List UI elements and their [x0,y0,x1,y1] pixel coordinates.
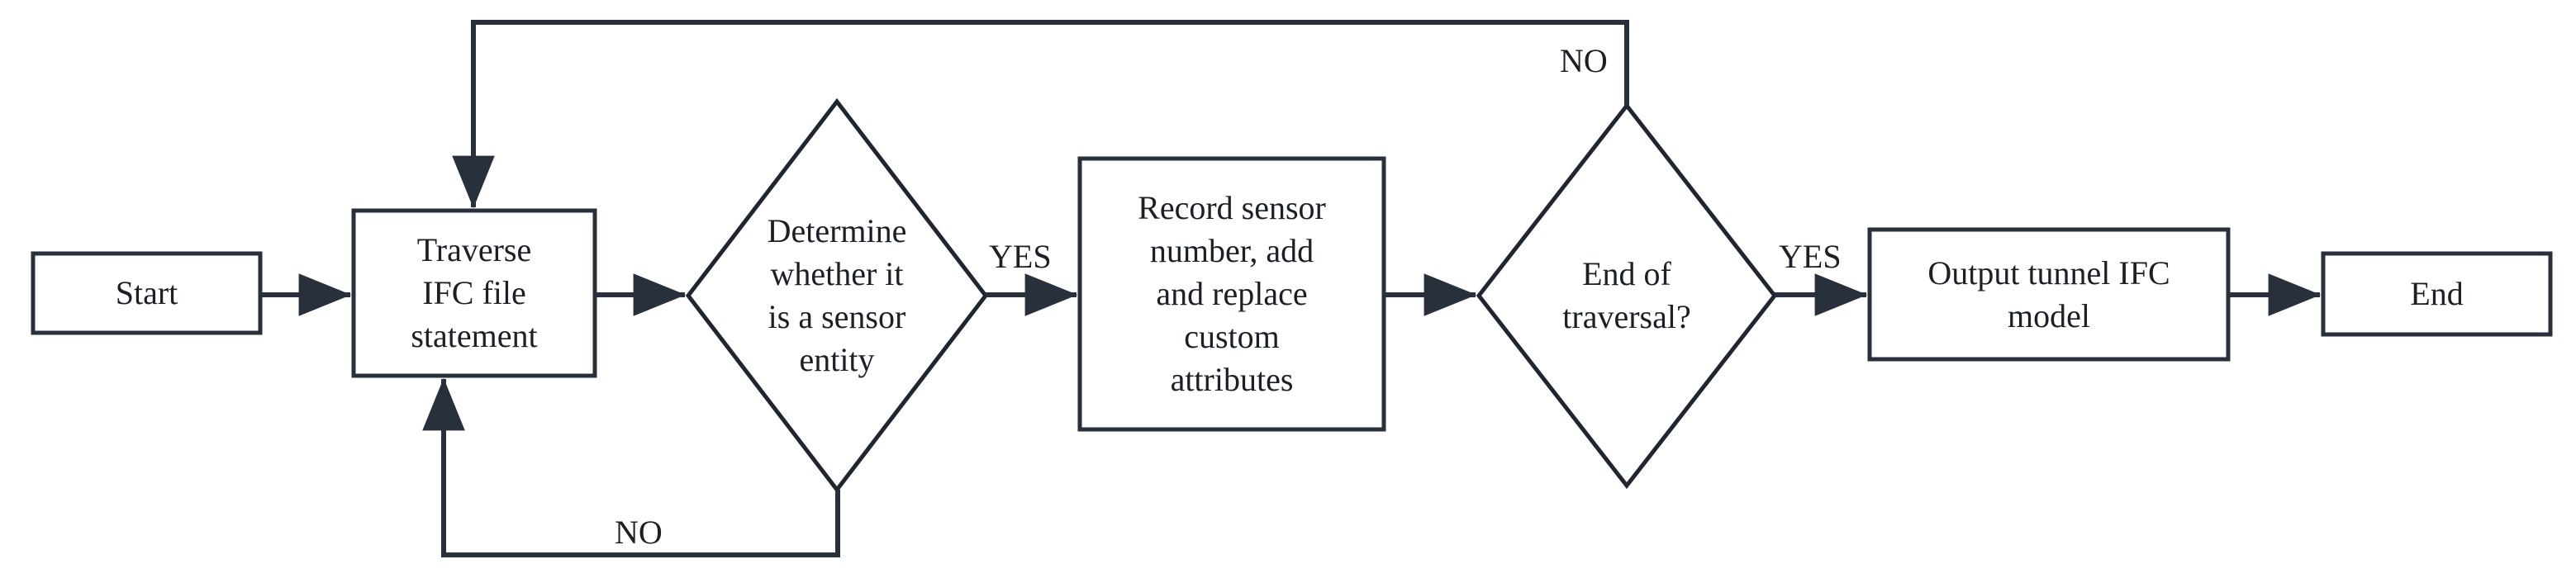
node-end-of-traversal-shape [1476,102,1778,490]
connector-is-sensor-no-loop [422,377,840,557]
node-record-shape [1077,156,1386,432]
connector-end-of-traversal-no-loop [452,20,1629,209]
node-start-shape [31,251,263,335]
node-output-shape [1867,227,2231,362]
node-end-shape [2321,251,2553,337]
node-is-sensor-shape [685,97,989,494]
node-traverse-shape [351,208,597,378]
